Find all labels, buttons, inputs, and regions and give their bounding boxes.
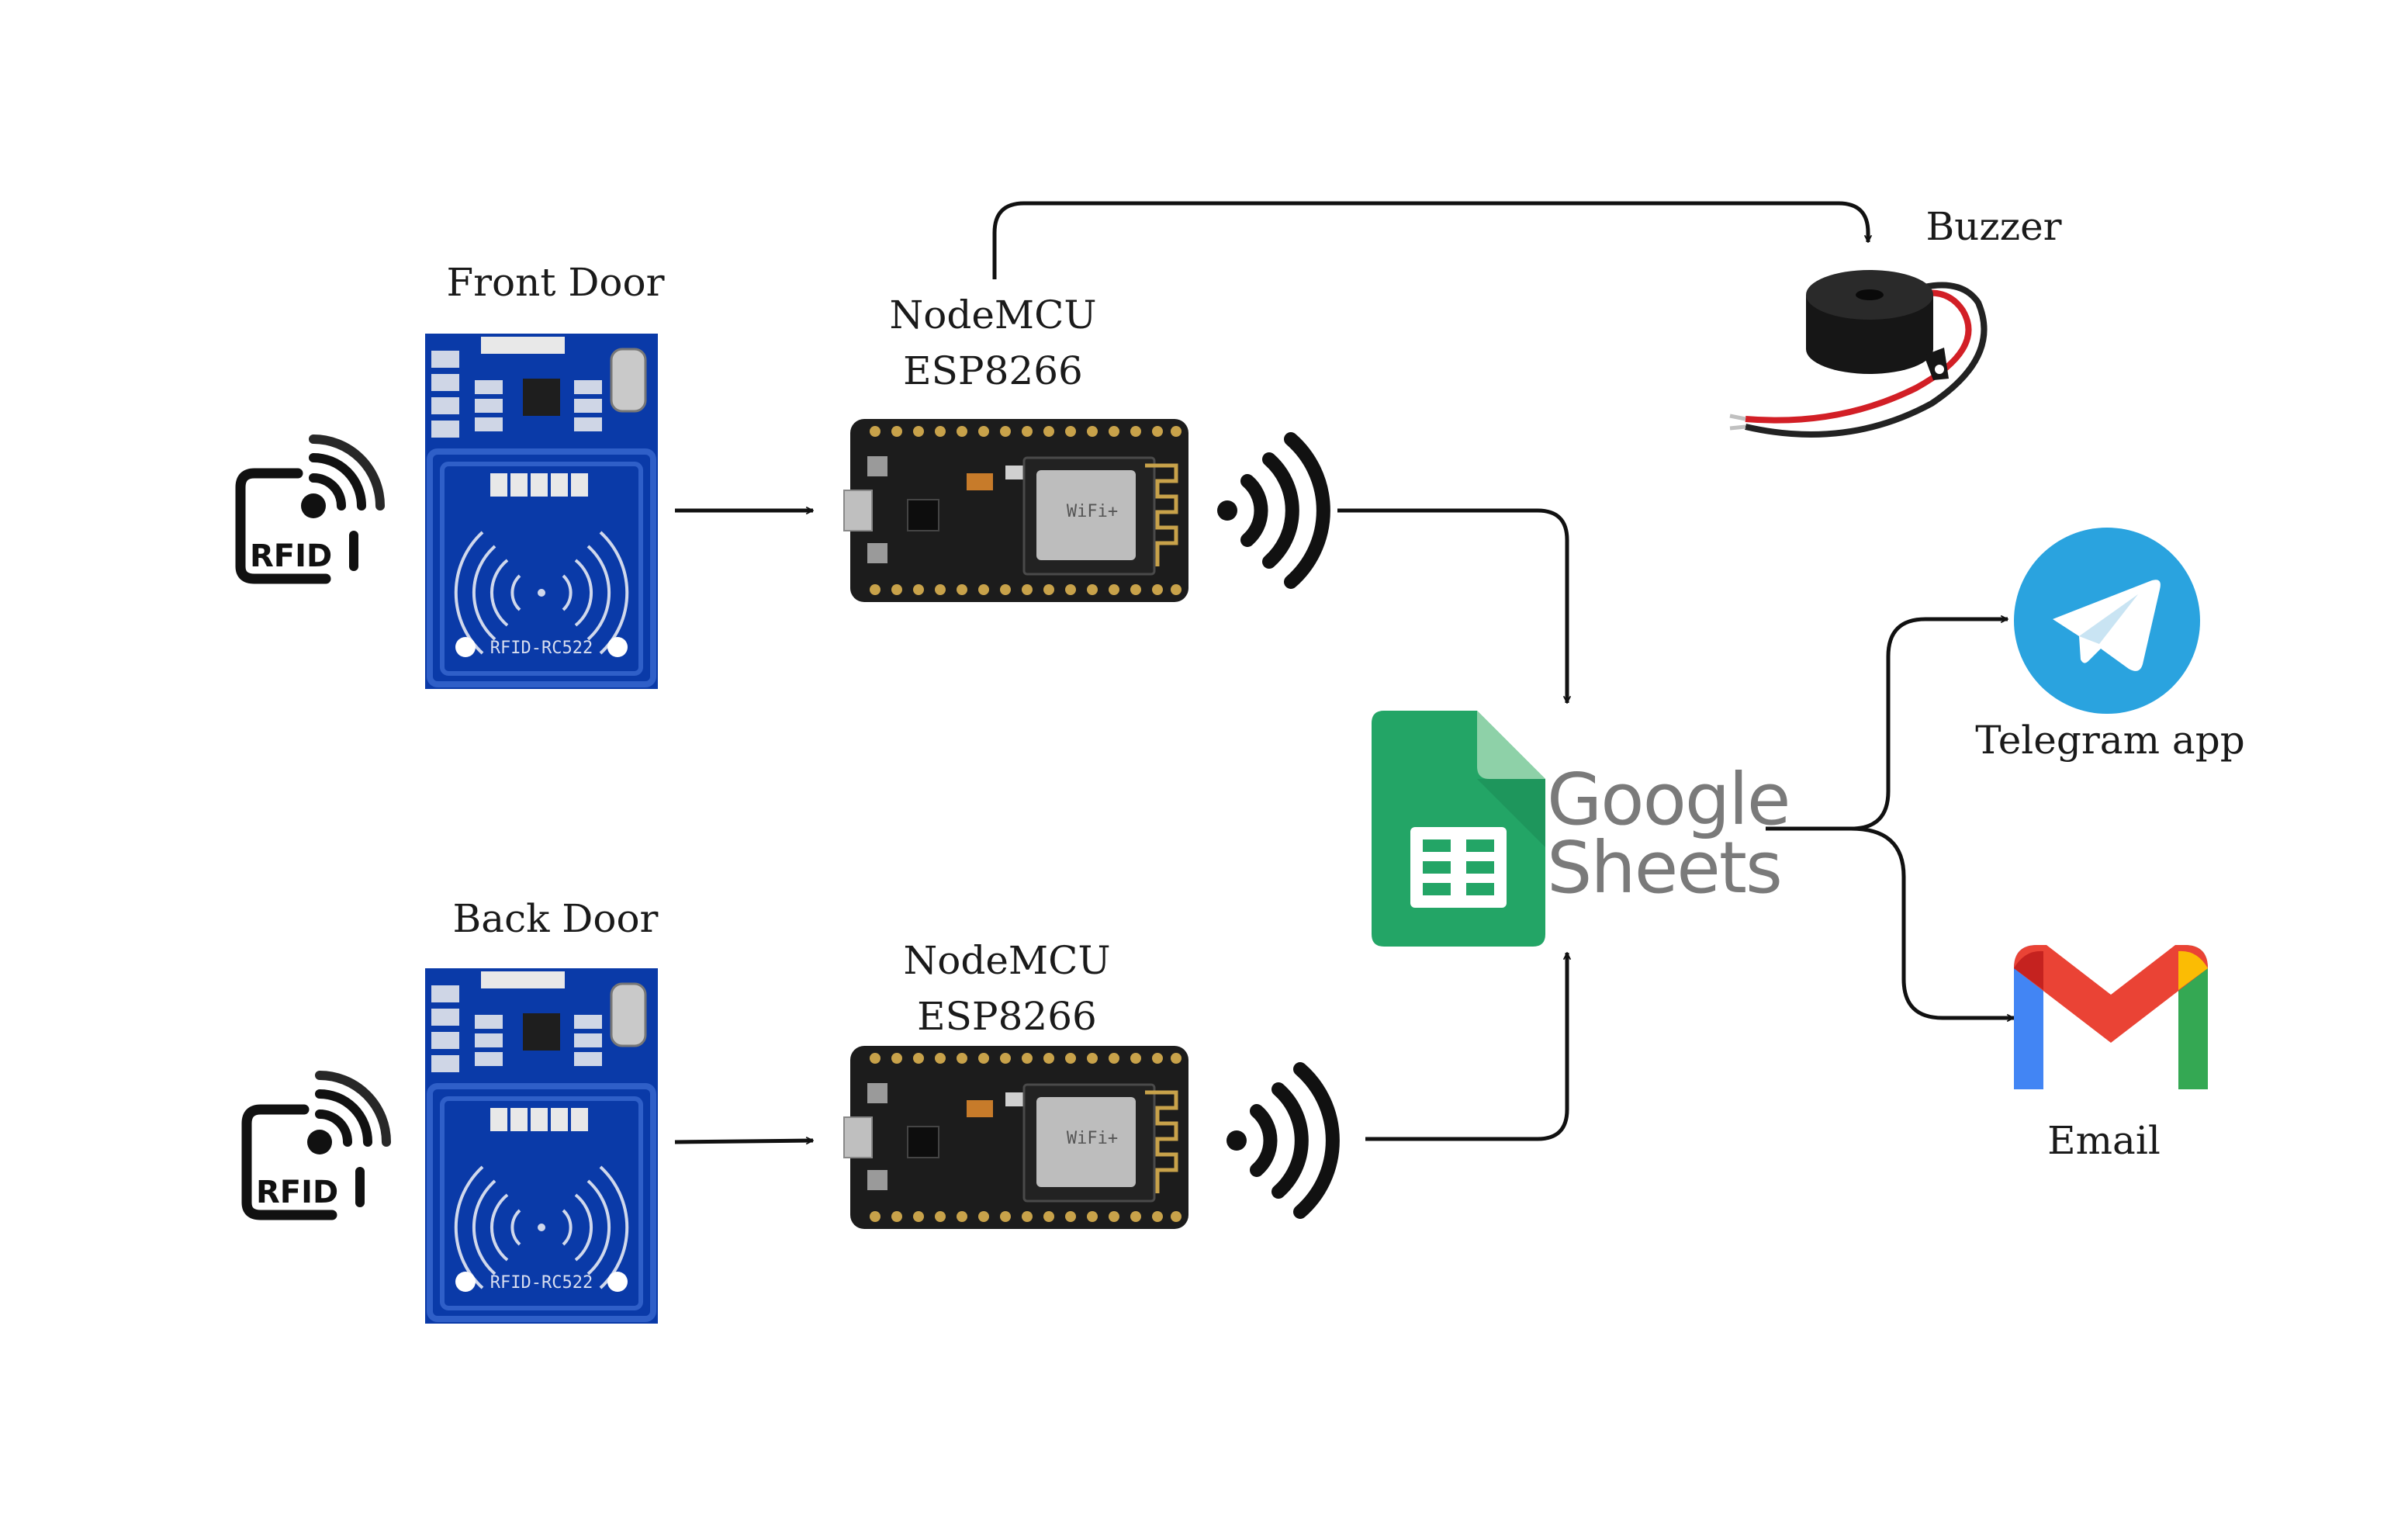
back-door-label: Back Door (452, 896, 659, 941)
usb-port (843, 490, 873, 531)
regulator (967, 1100, 993, 1117)
pcb-antenna (1145, 1090, 1178, 1193)
nodemcu-board-bottom: WiFi+ (843, 1046, 1188, 1229)
reader-crystal (610, 348, 647, 413)
reader-model-text: RFID-RC522 (490, 1273, 593, 1293)
reader-chip (523, 379, 560, 416)
arrow-sheets-to-email (1850, 826, 2014, 1018)
flash-button (867, 1170, 887, 1190)
regulator (967, 473, 993, 490)
wifi-signal-icon-top (1217, 432, 1330, 589)
nodemcu-top-label-line2: ESP8266 (903, 348, 1083, 393)
reader-crystal (610, 982, 647, 1047)
signal-dot (301, 493, 326, 518)
connector-lines (674, 201, 2014, 1142)
rfid-badge-back: RFID (241, 1071, 391, 1220)
pcb-antenna (1145, 463, 1178, 566)
pin-row-bottom (870, 584, 1182, 595)
gmail-icon (2014, 945, 2208, 1089)
google-sheets-wordmark-google: Google (1547, 758, 1790, 841)
front-door-label: Front Door (446, 260, 665, 305)
rfid-badge-text: RFID (250, 538, 332, 574)
pin-row-bottom (870, 1211, 1182, 1222)
reader-model-text: RFID-RC522 (490, 639, 593, 658)
rfid-reader-back: RFID-RC522 (425, 968, 658, 1324)
pin-row-top (870, 1053, 1182, 1064)
rfid-badge-text: RFID (256, 1175, 338, 1210)
buzzer-label: Buzzer (1925, 204, 2062, 249)
arrow-front-wifi-to-sheets (1337, 508, 1567, 703)
rfid-badge-front: RFID (235, 434, 385, 584)
nodemcu-board-top: WiFi+ (843, 419, 1188, 602)
arrow-sheets-to-telegram (1766, 619, 2008, 831)
telegram-icon (2014, 528, 2200, 714)
google-sheets-icon (1372, 711, 1545, 947)
wifi-signal-icon-bottom (1226, 1062, 1340, 1219)
buzzer-icon (1729, 270, 1988, 438)
nodemcu-bottom-label-line2: ESP8266 (917, 994, 1097, 1039)
flash-button (867, 543, 887, 563)
google-sheets-wordmark-sheets: Sheets (1547, 826, 1783, 909)
usb-chip (907, 499, 939, 531)
usb-port (843, 1116, 873, 1158)
nodemcu-bottom-label-line1: NodeMCU (903, 938, 1111, 983)
esp12-shield (1036, 1097, 1136, 1187)
arrow-mcu-to-buzzer (992, 201, 1868, 279)
esp12-shield (1036, 470, 1136, 560)
arrow-back-wifi-to-sheets (1365, 953, 1567, 1141)
wifi-module-text: WiFi+ (1067, 502, 1118, 521)
telegram-label: Telegram app (1975, 718, 2245, 763)
wifi-module-text: WiFi+ (1067, 1129, 1118, 1148)
reset-button (867, 1083, 887, 1103)
nodemcu-top-label-line1: NodeMCU (889, 292, 1097, 338)
reader-chip (523, 1013, 560, 1051)
usb-chip (907, 1126, 939, 1158)
arrow-rfid-back-to-mcu (674, 1141, 813, 1142)
pin-row-top (870, 426, 1182, 437)
reset-button (867, 456, 887, 476)
signal-dot (307, 1130, 332, 1154)
rfid-reader-front: RFID-RC522 (425, 334, 658, 689)
email-label: Email (2047, 1118, 2161, 1163)
